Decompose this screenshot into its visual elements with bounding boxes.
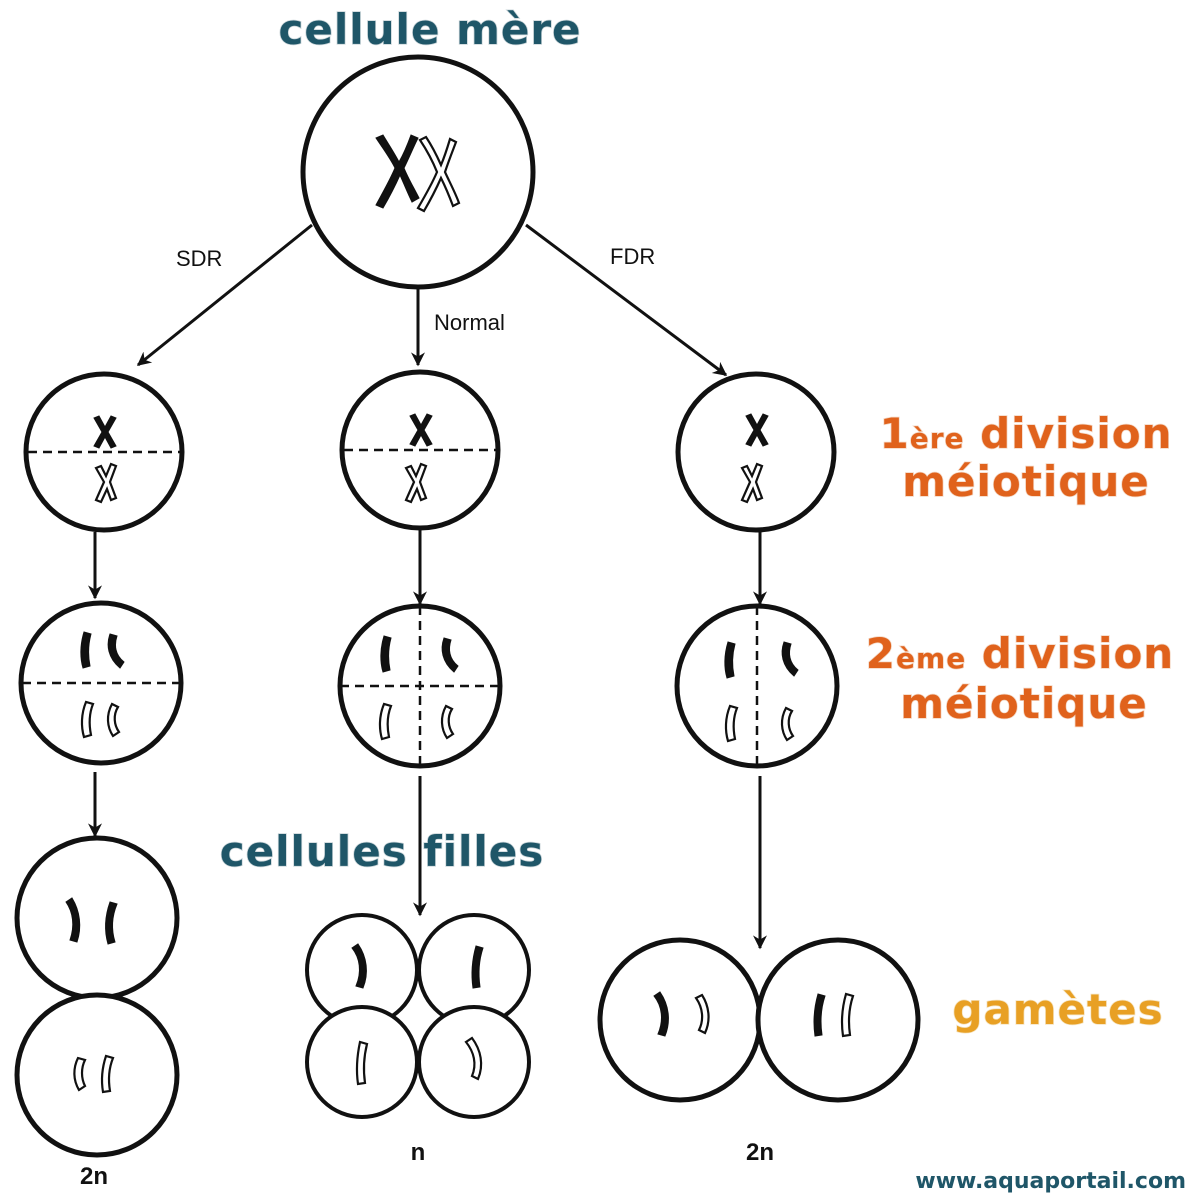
arrow-fdr — [525, 223, 728, 377]
mother-cell — [300, 54, 536, 290]
pathway-label-sdr: SDR — [176, 246, 222, 271]
fdr-second-division-cell — [674, 603, 840, 769]
gametes-label: gamètes — [952, 985, 1163, 1034]
sdr-first-division-cell — [23, 371, 185, 533]
ploidy-fdr: 2n — [746, 1139, 774, 1166]
normal-first-division-cell — [339, 369, 501, 531]
fdr-gamete-left — [597, 937, 763, 1103]
svg-text:2ème division: 2ème division — [866, 629, 1174, 678]
first-division-line2: méiotique — [902, 457, 1149, 506]
first-division-sup: ère — [910, 422, 965, 455]
website-url: www.aquaportail.com — [915, 1169, 1186, 1194]
sdr-gamete-bottom — [14, 992, 180, 1158]
daughter-cells-label: cellules filles — [220, 827, 545, 876]
normal-gamete-bottom-right — [417, 1005, 531, 1119]
svg-text:1ère division: 1ère division — [879, 409, 1172, 458]
second-division-annotation: 2ème division méiotique — [865, 628, 1174, 729]
arrow-sdr — [136, 223, 313, 367]
first-division-word: division — [965, 409, 1173, 458]
fdr-gamete-right — [755, 937, 921, 1103]
second-division-word: division — [966, 629, 1174, 678]
ploidy-sdr: 2n — [80, 1163, 108, 1190]
normal-gamete-bottom-left — [305, 1005, 419, 1119]
normal-second-division-cell — [337, 603, 503, 769]
pathway-label-fdr: FDR — [610, 244, 655, 269]
second-division-sup: ème — [896, 642, 966, 675]
sdr-second-division-cell — [18, 600, 184, 766]
chromosome-white-x — [416, 135, 461, 213]
first-division-annotation: 1ère division méiotique — [879, 408, 1173, 507]
second-division-num: 2 — [866, 629, 896, 678]
first-division-num: 1 — [879, 409, 909, 458]
mother-cell-title: cellule mère — [278, 5, 581, 54]
fdr-first-division-cell — [675, 371, 837, 533]
sdr-gamete-top — [14, 835, 180, 1001]
second-division-line2: méiotique — [900, 679, 1147, 728]
normal-gamete-top-right — [417, 913, 531, 1027]
chromosome-black-x — [375, 134, 420, 209]
ploidy-normal: n — [411, 1139, 426, 1166]
pathway-label-normal: Normal — [434, 310, 505, 335]
